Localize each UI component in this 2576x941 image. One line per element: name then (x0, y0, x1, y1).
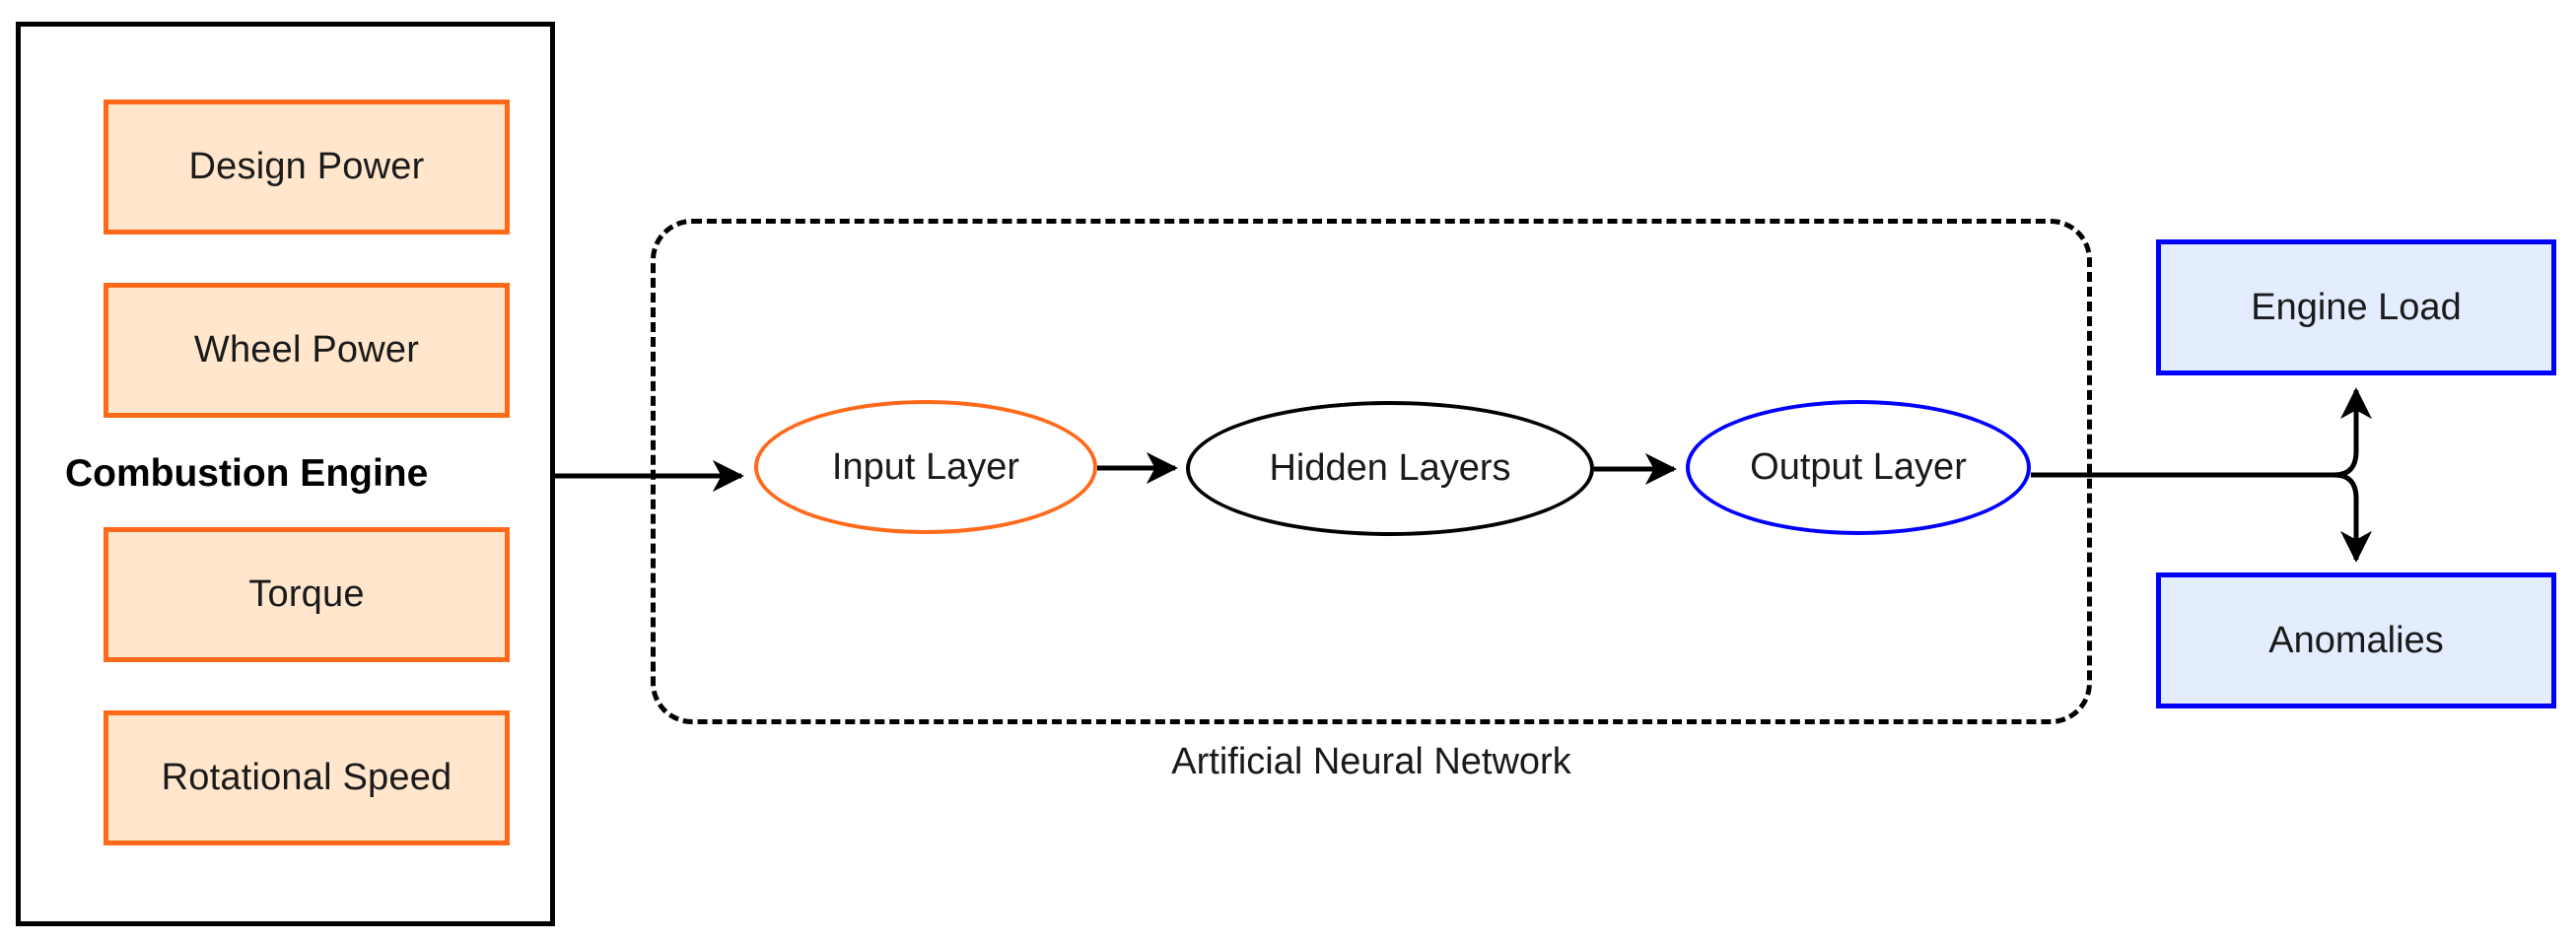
input-feature-box[interactable]: Torque (104, 527, 510, 662)
ann-layer-hidden[interactable]: Hidden Layers (1186, 401, 1594, 536)
input-feature-label: Design Power (188, 146, 425, 187)
ann-layer-output[interactable]: Output Layer (1686, 400, 2031, 535)
combustion-engine-panel: Design Power Wheel Power Torque Rotation… (16, 22, 555, 926)
output-box-label: Anomalies (2268, 619, 2444, 661)
ann-layer-input[interactable]: Input Layer (754, 400, 1097, 534)
input-feature-label: Wheel Power (193, 329, 420, 370)
output-box-engine-load[interactable]: Engine Load (2156, 239, 2556, 375)
ann-layer-label: Output Layer (1750, 446, 1967, 488)
input-feature-box[interactable]: Wheel Power (104, 283, 510, 418)
input-feature-label: Torque (248, 573, 365, 615)
artificial-neural-network-container (651, 219, 2092, 724)
ann-layer-label: Hidden Layers (1269, 447, 1511, 489)
ann-layer-label: Input Layer (831, 445, 1020, 488)
input-feature-label: Rotational Speed (161, 757, 453, 798)
combustion-engine-label: Combustion Engine (65, 452, 429, 495)
input-feature-box[interactable]: Design Power (104, 100, 510, 235)
input-feature-box[interactable]: Rotational Speed (104, 710, 510, 845)
output-box-label: Engine Load (2251, 286, 2462, 328)
ann-caption: Artificial Neural Network (1171, 741, 1571, 782)
output-box-anomalies[interactable]: Anomalies (2156, 572, 2556, 708)
